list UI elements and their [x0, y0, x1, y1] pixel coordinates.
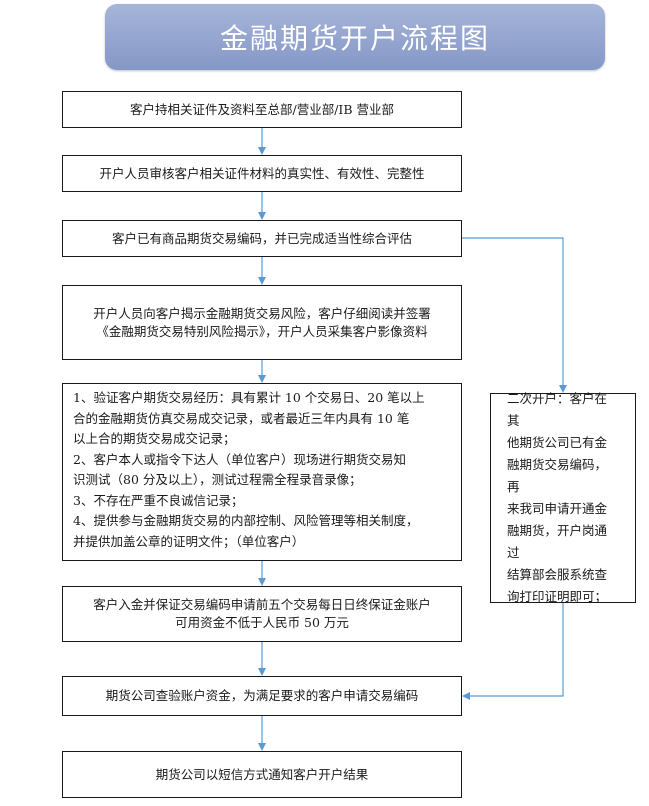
step-box-2: 开户人员审核客户相关证件材料的真实性、有效性、完整性: [62, 155, 462, 192]
side-line-4: 来我司申请开通金: [507, 501, 608, 516]
step-2-line-1: 开户人员审核客户相关证件材料的真实性、有效性、完整性: [99, 165, 425, 181]
step-8-line-1: 期货公司以短信方式通知客户开户结果: [155, 766, 369, 782]
side-line-7: 询打印证明即可；: [507, 589, 608, 604]
step-1-line-1: 客户持相关证件及资料至总部/营业部/IB 营业部: [129, 101, 395, 117]
step-box-1: 客户持相关证件及资料至总部/营业部/IB 营业部: [62, 91, 462, 128]
arrow-3-to-side: [462, 237, 567, 393]
step-4-line-1: 开户人员向客户揭示金融期货交易风险，客户仔细阅读并签署: [93, 305, 431, 321]
step-4-line-2: 《金融期货交易特别风险揭示》，开户人员采集客户影像资料: [96, 323, 428, 339]
step-5-line-6: 3、不存在严重不良诚信记录；: [73, 492, 244, 508]
step-6-line-1: 客户入金并保证交易编码申请前五个交易每日日终保证金账户: [93, 597, 431, 612]
step-5-line-1: 1、验证客户期货交易经历：具有累计 10 个交易日、20 笔以上: [73, 390, 425, 405]
arrow-side-to-7: [462, 603, 564, 700]
step-5-line-2: 合的金融期货仿真交易成交记录，或者最近三年内具有 10 笔: [73, 410, 410, 426]
step-5-line-7: 4、提供参与金融期货交易的内部控制、风险管理等相关制度，: [73, 513, 419, 528]
step-5-line-4: 2、客户本人或指令下达人（单位客户）现场进行期货交易知: [73, 451, 406, 467]
step-6-line-2: 可用资金不低于人民币 50 万元: [175, 615, 349, 630]
step-5-line-3: 以上合的期货交易成交记录；: [73, 431, 236, 446]
step-box-7: 期货公司查验账户资金，为满足要求的客户申请交易编码: [62, 676, 462, 716]
step-5-line-5: 识测试（80 分及以上），测试过程需全程录音录像；: [73, 472, 362, 487]
page-title: 金融期货开户流程图: [219, 22, 490, 55]
step-box-6: 客户入金并保证交易编码申请前五个交易每日日终保证金账户 可用资金不低于人民币 5…: [62, 586, 462, 642]
step-7-line-1: 期货公司查验账户资金，为满足要求的客户申请交易编码: [105, 688, 419, 703]
side-line-2: 他期货公司已有金: [507, 435, 608, 450]
step-box-8: 期货公司以短信方式通知客户开户结果: [62, 751, 462, 798]
side-line-6: 结算部会服系统查: [507, 567, 608, 582]
title-banner: 金融期货开户流程图: [105, 4, 605, 70]
side-box-text: 二次开户：客户在其 他期货公司已有金 融期货交易编码，再 来我司申请开通金 融期…: [499, 388, 627, 608]
step-3-line-1: 客户已有商品期货交易编码，并已完成适当性综合评估: [111, 230, 412, 246]
step-5-line-8: 并提供加盖公章的证明文件；（单位客户）: [73, 533, 305, 549]
step-box-5: 1、验证客户期货交易经历：具有累计 10 个交易日、20 笔以上 合的金融期货仿…: [62, 383, 462, 561]
step-box-4: 开户人员向客户揭示金融期货交易风险，客户仔细阅读并签署 《金融期货交易特别风险揭…: [62, 285, 462, 360]
side-line-1: 二次开户：客户在其: [507, 391, 608, 428]
side-line-5: 融期货，开户岗通过: [507, 523, 608, 560]
side-line-3: 融期货交易编码，再: [507, 457, 608, 494]
side-box-secondary-account: 二次开户：客户在其 他期货公司已有金 融期货交易编码，再 来我司申请开通金 融期…: [490, 391, 636, 604]
step-box-3: 客户已有商品期货交易编码，并已完成适当性综合评估: [62, 220, 462, 257]
